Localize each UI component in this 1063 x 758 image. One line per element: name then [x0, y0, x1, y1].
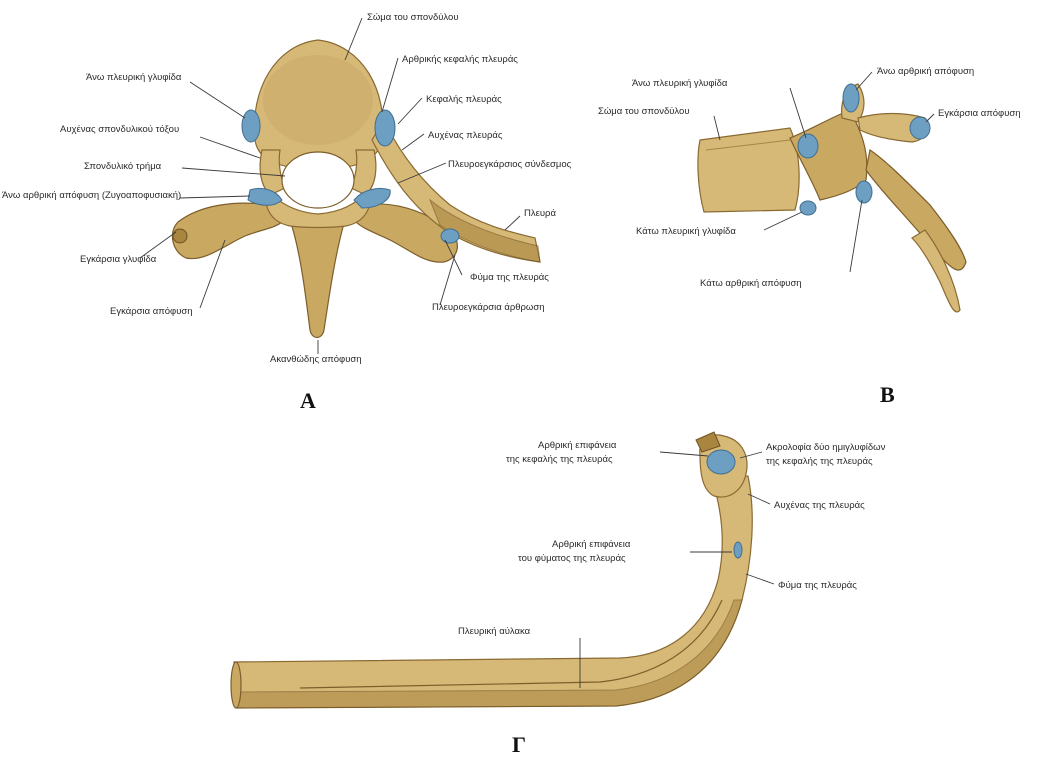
- figure-g-letter: Γ: [512, 732, 526, 757]
- head-articular-surface: [707, 450, 735, 474]
- b-upper-costal-facet: [798, 134, 818, 158]
- label-a-upper-costal: Άνω πλευρική γλυφίδα: [86, 72, 182, 83]
- right-costal-facet: [375, 110, 395, 146]
- label-b-upper-articular: Άνω αρθρική απόφυση: [877, 66, 974, 77]
- label-a-head-rib: Κεφαλής πλευράς: [426, 94, 502, 105]
- costotransverse-facet: [441, 229, 459, 243]
- b-lower-articular-facet: [856, 181, 872, 203]
- figure-a: Σώμα του σπονδύλου Αρθρικής κεφαλής πλευ…: [2, 12, 572, 413]
- label-a-transverse-facet: Εγκάρσια γλυφίδα: [80, 254, 157, 265]
- figure-b-letter: B: [880, 382, 895, 407]
- label-a-vertebral-foramen: Σπονδυλικό τρήμα: [84, 161, 162, 172]
- label-a-costotransverse-lig: Πλευροεγκάρσιος σύνδεσμος: [448, 159, 572, 170]
- label-g-tubercle-surface-2: του φύματος της πλευράς: [518, 553, 626, 564]
- rib-end: [231, 662, 241, 708]
- spinous-process: [290, 220, 345, 338]
- label-a-neck-rib: Αυχένας πλευράς: [428, 130, 503, 141]
- label-b-upper-costal: Άνω πλευρική γλυφίδα: [632, 78, 728, 89]
- left-transverse-process: [172, 203, 282, 258]
- label-a-transverse-process: Εγκάρσια απόφυση: [110, 306, 193, 317]
- label-a-joint-head: Αρθρικής κεφαλής πλευράς: [402, 54, 518, 65]
- b-transverse-facet: [910, 117, 930, 139]
- transverse-tip: [173, 229, 187, 243]
- label-b-lower-articular: Κάτω αρθρική απόφυση: [700, 278, 802, 289]
- label-b-transverse: Εγκάρσια απόφυση: [938, 108, 1021, 119]
- label-b-lower-costal: Κάτω πλευρική γλυφίδα: [636, 226, 736, 237]
- label-g-neck: Αυχένας της πλευράς: [774, 500, 865, 511]
- label-a-vertebral-arch: Αυχένας σπονδυλικού τόξου: [60, 124, 179, 135]
- b-spinous-process: [866, 150, 966, 270]
- label-a-rib: Πλευρά: [524, 208, 556, 219]
- label-a-upper-articular: Άνω αρθρική απόφυση (Ζυγοαποφυσιακή): [2, 190, 181, 201]
- label-g-tubercle: Φύμα της πλευράς: [778, 580, 857, 591]
- label-b-body: Σώμα του σπονδύλου: [598, 106, 690, 117]
- label-a-body: Σώμα του σπονδύλου: [367, 12, 459, 23]
- figure-a-letter: A: [300, 388, 316, 413]
- label-g-groove: Πλευρική αύλακα: [458, 626, 531, 637]
- figure-b: Άνω πλευρική γλυφίδα Άνω αρθρική απόφυση…: [598, 66, 1021, 407]
- label-g-head-surface-2: της κεφαλής της πλευράς: [506, 454, 613, 465]
- vertebral-foramen: [282, 152, 354, 208]
- figure-g: Αρθρική επιφάνεια της κεφαλής της πλευρά…: [231, 432, 886, 757]
- label-g-crest-2: της κεφαλής της πλευράς: [766, 456, 873, 467]
- label-a-tubercle: Φύμα της πλευράς: [470, 272, 549, 283]
- label-g-tubercle-surface-1: Αρθρική επιφάνεια: [552, 539, 631, 550]
- tubercle-articular-surface: [734, 542, 742, 558]
- left-upper-costal-facet: [242, 110, 260, 142]
- label-g-crest-1: Ακρολοφία δύο ημιγλυφίδων: [766, 442, 886, 453]
- body-top-shading: [263, 55, 373, 145]
- label-a-costotransverse-joint: Πλευροεγκάρσια άρθρωση: [432, 302, 545, 313]
- b-lower-costal-facet: [800, 201, 816, 215]
- label-a-spinous: Ακανθώδης απόφυση: [270, 354, 362, 365]
- b-upper-articular-facet: [843, 84, 859, 112]
- label-g-head-surface-1: Αρθρική επιφάνεια: [538, 440, 617, 451]
